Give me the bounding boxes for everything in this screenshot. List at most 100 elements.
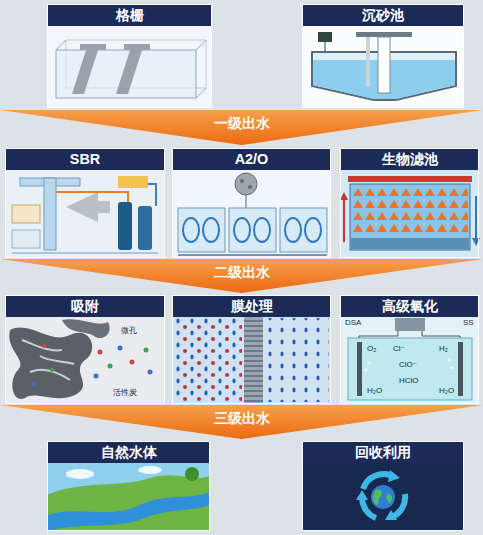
a2o-illustration: [203, 218, 219, 242]
process-panel: 回收利用: [302, 441, 464, 531]
recycle-illustration: [385, 510, 397, 520]
oxidation-illustration: [450, 366, 453, 369]
sbr-illustration: [44, 178, 56, 250]
oxidation-illustration: [368, 362, 371, 365]
biofilter-illustration: [475, 196, 477, 242]
process-panel: 生物滤池: [340, 148, 479, 258]
membrane-illustration: [265, 318, 329, 402]
screen-illustration: [47, 25, 212, 108]
process-panel: 膜处理: [172, 295, 331, 404]
adsorption-illustration: [130, 360, 135, 365]
a2o-illustration: [240, 179, 244, 183]
stage-label: 二级出水: [0, 263, 483, 281]
adsorption-illustration: [94, 374, 99, 379]
oxidation-illustration: [448, 359, 451, 362]
adsorption-illustration: [50, 368, 54, 372]
panel-title: 格栅: [48, 5, 211, 26]
adsorption-illustration: [148, 370, 153, 375]
process-panel: SBR: [5, 148, 165, 258]
chemistry-label: HClO: [398, 376, 420, 386]
biofilter-illustration: [340, 169, 480, 258]
screen-illustration: [47, 25, 212, 108]
process-panel: 格栅: [47, 4, 212, 108]
sbr-illustration: [66, 192, 110, 222]
grit-chamber-illustration: [378, 37, 390, 93]
biofilter-illustration: [352, 186, 468, 234]
screen-illustration: [72, 44, 106, 94]
a2o-illustration: [178, 208, 225, 252]
oxidation-illustration: [395, 318, 425, 331]
adsorption-illustration: [108, 364, 113, 369]
biofilter-illustration: [350, 184, 470, 250]
recycle-illustration: [386, 494, 392, 503]
a2o-illustration: [229, 208, 276, 252]
process-panel: 吸附: [5, 295, 165, 404]
a2o-illustration: [235, 173, 257, 195]
oxidation-illustration: [364, 368, 367, 371]
recycle-illustration: [356, 490, 368, 500]
chemistry-label: H₂: [438, 344, 449, 354]
adsorption-illustration: [32, 382, 36, 386]
adsorption-illustration: [5, 316, 165, 404]
material-label: 活性炭: [112, 388, 138, 398]
sbr-illustration: [118, 202, 132, 250]
chemistry-label: H₂O: [366, 386, 383, 396]
process-panel: A2/O: [172, 148, 331, 258]
grit-chamber-illustration: [302, 25, 464, 108]
screen-illustration: [56, 40, 66, 50]
adsorption-illustration: [42, 344, 46, 348]
sbr-illustration: [5, 169, 165, 258]
panel-title: 吸附: [6, 296, 164, 317]
natural-water-illustration: [138, 466, 162, 474]
a2o-illustration: [254, 218, 270, 242]
chemistry-label: O₂: [366, 344, 377, 354]
chemistry-label: ClO⁻: [398, 360, 418, 370]
stage-label: 三级出水: [0, 409, 483, 427]
recycle-illustration: [302, 462, 464, 531]
screen-illustration: [196, 40, 206, 50]
chemistry-label: SS: [462, 318, 475, 328]
natural-water-illustration: [66, 469, 94, 479]
recycle-illustration: [373, 490, 382, 505]
panel-title: 自然水体: [48, 442, 209, 463]
membrane-illustration: [244, 316, 263, 404]
sbr-illustration: [12, 205, 40, 223]
panel-title: 高级氧化: [341, 296, 478, 317]
adsorption-illustration: [22, 340, 74, 380]
adsorption-illustration: [144, 348, 149, 353]
biofilter-illustration: [348, 176, 472, 182]
natural-water-illustration: [47, 462, 210, 531]
a2o-illustration: [246, 195, 247, 208]
recycle-illustration: [371, 485, 395, 509]
panel-title: 生物滤池: [341, 149, 478, 170]
process-panel: 沉砂池: [302, 4, 464, 108]
biofilter-illustration: [340, 169, 479, 258]
process-panel: 自然水体: [47, 441, 210, 531]
grit-chamber-illustration: [302, 25, 464, 108]
panel-title: A2/O: [173, 149, 330, 170]
arrow-band-fill: [0, 110, 483, 145]
stage-label: 一级出水: [0, 114, 483, 132]
membrane-illustration: [174, 318, 242, 402]
natural-water-illustration: [47, 475, 210, 531]
a2o-illustration: [280, 208, 327, 252]
oxidation-illustration: [357, 342, 362, 396]
stage-arrow-band: 二级出水: [0, 259, 483, 293]
natural-water-illustration: [47, 492, 210, 531]
recycle-illustration: [302, 462, 464, 531]
material-label: 微孔: [120, 326, 138, 336]
a2o-illustration: [172, 169, 331, 258]
membrane-illustration: [172, 316, 331, 404]
panel-title: 膜处理: [173, 296, 330, 317]
oxidation-illustration: [340, 316, 479, 404]
chemistry-label: DSA: [344, 318, 362, 328]
grit-chamber-illustration: [318, 32, 332, 42]
sbr-illustration: [138, 206, 152, 250]
a2o-illustration: [178, 254, 327, 256]
grit-chamber-illustration: [356, 32, 412, 37]
biofilter-illustration: [340, 192, 348, 200]
natural-water-illustration: [47, 462, 210, 531]
membrane-illustration: [244, 316, 263, 404]
